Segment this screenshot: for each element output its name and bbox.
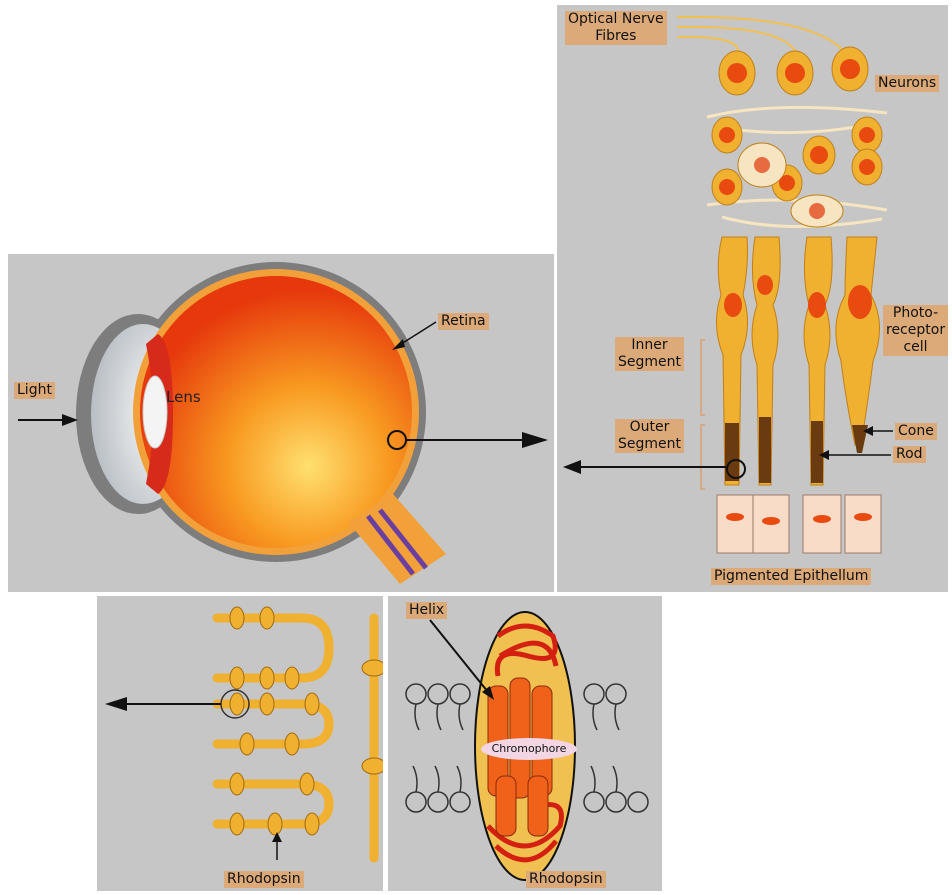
retina-panel: Optical Nerve Fibres Neurons Photo- rece… (557, 5, 948, 592)
chromophore-label: Chromophore (481, 738, 577, 760)
retina-label: Retina (438, 313, 489, 330)
lens-shape (143, 376, 167, 448)
cone-label: Cone (895, 423, 937, 440)
inner-segment-label: Inner Segment (615, 337, 684, 371)
retina-illustration (557, 5, 948, 592)
rhodopsin-label-right: Rhodopsin (526, 871, 606, 888)
protein-panel: Helix Chromophore Rhodopsin (388, 596, 662, 891)
neurons-label: Neurons (875, 75, 939, 92)
lens-label: Lens (166, 388, 201, 406)
rod-label: Rod (893, 446, 926, 463)
pigmented-epithelium-label: Pigmented Epithellum (711, 568, 871, 585)
optical-nerve-label: Optical Nerve Fibres (565, 11, 667, 45)
rhodopsin-label-left: Rhodopsin (224, 871, 304, 888)
disc-panel: Rhodopsin (97, 596, 383, 891)
helix-label: Helix (406, 602, 447, 619)
eye-illustration (8, 254, 554, 592)
light-label: Light (14, 382, 55, 399)
disc-membrane-illustration (97, 596, 383, 891)
eye-panel: Light Lens Retina (8, 254, 554, 592)
eyeball-interior (140, 276, 412, 548)
outer-segment-label: Outer Segment (615, 419, 684, 453)
photoreceptor-label: Photo- receptor cell (883, 305, 948, 356)
